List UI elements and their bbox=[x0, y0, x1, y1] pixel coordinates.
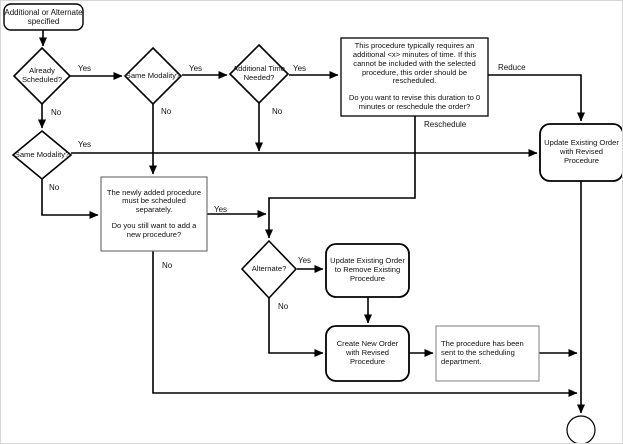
edge-label-modality-top-no: No bbox=[161, 107, 172, 116]
node-create-new-label: Create New Order with Revised Procedure bbox=[336, 339, 399, 366]
node-same-modality-top-label: Same Modality? bbox=[125, 70, 181, 80]
node-sent-scheduling-label: The procedure has been sent to the sched… bbox=[441, 339, 524, 366]
node-alternate-label: Alternate? bbox=[251, 264, 287, 274]
node-same-modality-top-shape bbox=[123, 46, 183, 106]
node-revise-duration-shape bbox=[340, 37, 489, 117]
schedule-separately-paragraph-2: Do you still want to add a new procedure… bbox=[111, 220, 197, 239]
revise-duration-paragraph-1: This procedure typically requires an add… bbox=[352, 41, 477, 86]
node-revise-duration-label: This procedure typically requires an add… bbox=[344, 40, 485, 114]
node-schedule-separately-shape bbox=[100, 176, 208, 252]
revise-duration-paragraph-2: Do you want to revise this duration to 0… bbox=[348, 93, 481, 111]
node-start-label: Additional or Alternate specified bbox=[4, 7, 83, 26]
node-same-modality-left-label: Same Modality? bbox=[14, 149, 70, 159]
edge-label-reschedule: Reschedule bbox=[424, 120, 467, 129]
node-update-remove-shape bbox=[325, 243, 410, 298]
node-additional-time-label: Additional Time Needed? bbox=[233, 64, 285, 82]
edge-label-time-yes: Yes bbox=[293, 64, 307, 73]
schedule-separately-paragraph-1: The newly added procedure must be schedu… bbox=[106, 187, 202, 215]
node-end-circle bbox=[566, 415, 596, 443]
edge-label-already-no: No bbox=[51, 108, 62, 117]
edge-label-modality-left-yes: Yes bbox=[78, 140, 92, 149]
node-start-shape bbox=[3, 3, 84, 31]
edge-label-separately-no: No bbox=[162, 261, 173, 270]
node-schedule-separately-label: The newly added procedure must be schedu… bbox=[104, 179, 204, 249]
edge-label-reduce: Reduce bbox=[498, 63, 526, 72]
node-sent-scheduling-shape bbox=[435, 325, 540, 382]
node-additional-time-shape bbox=[228, 43, 290, 105]
edge-label-alternate-yes: Yes bbox=[298, 256, 312, 265]
edge-label-modality-top-yes: Yes bbox=[189, 64, 203, 73]
node-update-revised-shape bbox=[539, 123, 622, 182]
edge-label-time-no: No bbox=[272, 107, 283, 116]
node-update-remove-label: Update Existing Order to Remove Existing… bbox=[330, 256, 405, 283]
node-update-revised-label: Update Existing Order with Revised Proce… bbox=[544, 138, 619, 165]
edge-separately-no bbox=[152, 251, 578, 397]
edge-modality-left-no bbox=[41, 179, 99, 219]
edge-label-separately-yes: Yes bbox=[214, 205, 228, 214]
node-same-modality-left-shape bbox=[11, 129, 73, 181]
edge-reschedule bbox=[265, 116, 416, 239]
edge-alternate-no bbox=[268, 298, 324, 357]
edge-label-modality-left-no: No bbox=[49, 183, 60, 192]
edge-reduce bbox=[488, 74, 585, 122]
edge-label-already-yes: Yes bbox=[78, 64, 92, 73]
node-already-scheduled-shape bbox=[12, 46, 72, 106]
node-already-scheduled-label: Already Scheduled? bbox=[21, 66, 63, 84]
node-create-new-shape bbox=[325, 325, 410, 382]
node-alternate-shape bbox=[240, 239, 298, 300]
edge-label-alternate-no: No bbox=[278, 302, 289, 311]
